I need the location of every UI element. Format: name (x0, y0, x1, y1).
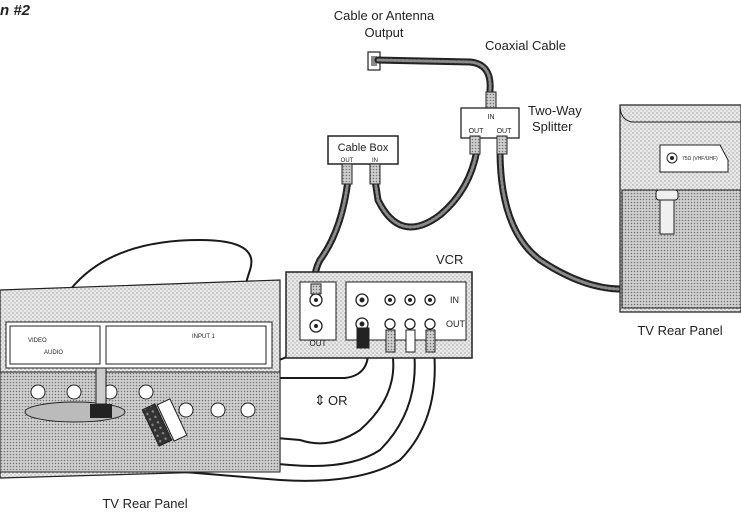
tv-audio-label: AUDIO (44, 350, 63, 356)
cable-box-out-port: OUT (341, 158, 354, 164)
splitter-label: Two-Way (528, 103, 582, 118)
tv-input-label: INPUT 1 (192, 334, 216, 340)
source-label-line2: Output (364, 25, 403, 40)
splitter-out1-port: OUT (469, 128, 485, 135)
updown-arrow-icon: ⇕ (314, 392, 326, 408)
cable-box (327, 135, 399, 185)
vcr-out-label: OUT (446, 319, 466, 329)
splitter-out2-port: OUT (497, 128, 513, 135)
vcr-label: VCR (436, 252, 463, 267)
splitter (460, 91, 520, 155)
or-label: OR (328, 393, 348, 408)
splitter-in-port: IN (488, 114, 495, 121)
source-label: Cable or Antenna (334, 8, 435, 23)
diagram-heading: n #2 (0, 2, 31, 19)
tv-rf-port-label: 75Ω (VHF/UHF) (682, 156, 718, 162)
tv-right-label: TV Rear Panel (637, 323, 722, 338)
tv-rear-panel-left (0, 279, 281, 479)
vcr-rf-out-label: OUT (310, 339, 327, 348)
cable-box-in-port: IN (372, 158, 378, 164)
tv-video-label: VIDEO (28, 338, 47, 344)
tv-rear-panel-right (619, 104, 741, 313)
vcr-panel (285, 271, 473, 359)
splitter-label-line2: Splitter (532, 119, 573, 134)
coax-label: Coaxial Cable (485, 38, 566, 53)
cable-box-label: Cable Box (338, 142, 389, 154)
vcr-in-label: IN (450, 295, 459, 305)
tv-bottom-label: TV Rear Panel (102, 496, 187, 511)
